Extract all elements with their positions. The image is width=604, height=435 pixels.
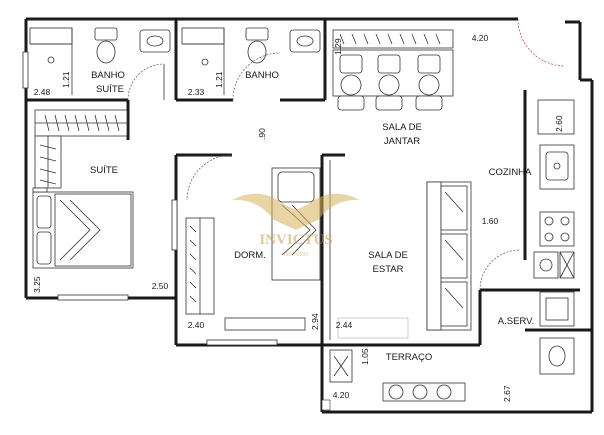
dim-1-05: 1.05: [360, 348, 370, 365]
label-cozinha: COZINHA: [489, 167, 532, 178]
dim-2-67: 2.67: [502, 385, 512, 402]
invictus-watermark: INVICTUS IMÓVEIS: [232, 193, 360, 258]
label-terraco: TERRAÇO: [386, 352, 432, 363]
label-area-servico: A.SERV.: [498, 316, 534, 327]
cozinha-furniture: [533, 99, 575, 375]
terraco-furniture: [321, 349, 466, 411]
watermark-brand: INVICTUS: [259, 232, 332, 248]
suite-furniture: [32, 109, 178, 301]
label-banho: BANHO: [245, 70, 279, 81]
dim-2-33: 2.33: [188, 87, 205, 97]
banho-suite-fixtures: [22, 27, 171, 101]
dim-2-94: 2.94: [310, 313, 320, 330]
dim-2-48: 2.48: [34, 87, 51, 97]
label-banho-suite-1: BANHO: [91, 70, 125, 81]
estar-furniture: [329, 160, 521, 340]
label-dormitorio: DORM.: [234, 250, 266, 261]
label-sala-estar-1: SALA DE: [368, 250, 408, 261]
dim-1-60: 1.60: [482, 216, 499, 226]
dim-1-29: 1.29: [333, 38, 343, 55]
watermark-sub: IMÓVEIS: [284, 250, 309, 258]
label-sala-estar-2: ESTAR: [373, 264, 404, 275]
dim-3-25: 3.25: [32, 276, 42, 293]
dimension-labels: 2.48 1.21 2.33 1.21 1.29 4.20 .90 2.60 1…: [32, 33, 564, 402]
dim-2-40: 2.40: [188, 320, 205, 330]
dim-1-21-a: 1.21: [61, 71, 71, 88]
dim-2-50: 2.50: [152, 281, 169, 291]
room-labels: BANHO SUÍTE BANHO SUÍTE SALA DE JANTAR C…: [90, 70, 534, 363]
dim-2-44: 2.44: [336, 320, 353, 330]
dim-0-90: .90: [257, 128, 267, 140]
dormitorio-furniture: [185, 154, 321, 346]
dim-1-21-b: 1.21: [214, 71, 224, 88]
label-suite: SUÍTE: [90, 165, 118, 176]
banho-fixtures: [181, 27, 321, 101]
label-sala-jantar-2: JANTAR: [384, 136, 420, 147]
dim-4-20-top: 4.20: [472, 33, 489, 43]
dim-4-20-bottom: 4.20: [333, 390, 350, 400]
label-sala-jantar-1: SALA DE: [382, 122, 422, 133]
dim-2-60: 2.60: [554, 115, 564, 132]
jantar-furniture: [332, 18, 566, 111]
label-banho-suite-2: SUÍTE: [96, 84, 124, 95]
